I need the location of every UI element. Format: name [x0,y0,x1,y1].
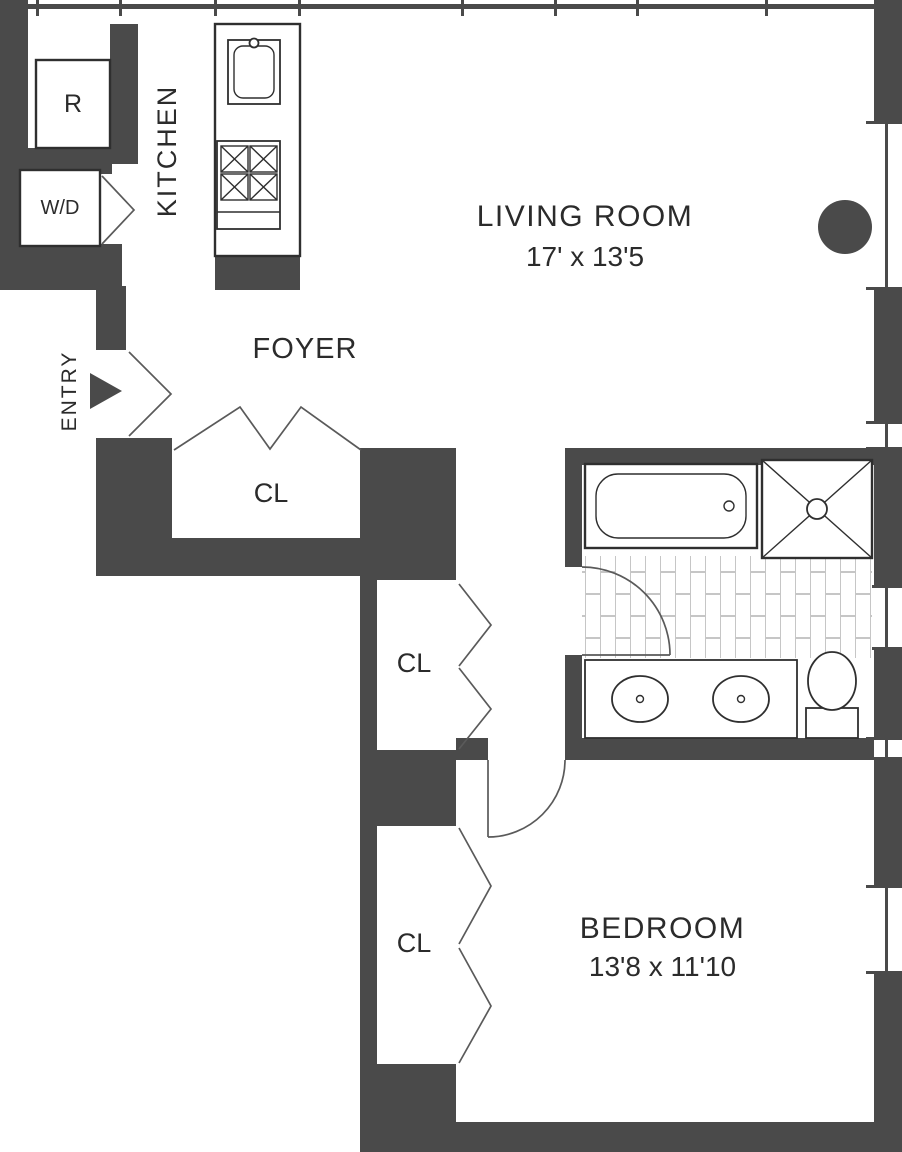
closet-bedroom-label: CL [396,928,432,958]
right-windows [866,121,902,974]
toilet [805,651,859,739]
bathroom-door [581,566,671,656]
shower [760,458,874,560]
structural-column [818,200,872,254]
closet-foyer-label: CL [253,478,289,508]
kitchen-label: KITCHEN [152,84,182,218]
closet-door-foyer [173,405,362,451]
top-window-ticks [36,0,768,16]
washer-dryer-label: W/D [40,196,80,219]
closet-hall-label: CL [396,648,432,678]
bedroom-label: BEDROOM [579,912,746,945]
kitchen-sink [227,37,281,105]
bathtub [583,462,759,550]
living-room-label: LIVING ROOM [476,200,694,233]
refrigerator-label: R [63,89,83,118]
closet-door-bedroom [458,827,492,1064]
entry-label: ENTRY [58,350,81,432]
entry-door [128,351,173,437]
stove [216,140,281,230]
vanity-double-sink [584,659,798,739]
living-room-dimensions: 17' x 13'5 [525,241,645,272]
bathroom-tile-floor [582,556,872,658]
washer-dryer [18,168,136,248]
closet-door-hall [458,583,493,750]
foyer-label: FOYER [252,333,358,365]
bedroom-door [487,759,566,838]
entry-arrow-icon [90,373,122,409]
refrigerator [34,58,112,150]
bedroom-dimensions: 13'8 x 11'10 [588,951,737,982]
